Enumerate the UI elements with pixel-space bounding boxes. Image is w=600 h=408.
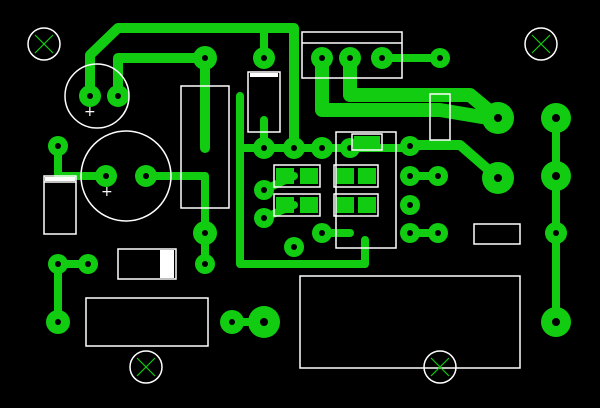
hole	[494, 114, 502, 122]
smd-pad	[358, 197, 376, 213]
hole	[407, 143, 413, 149]
drill-holes	[55, 55, 560, 326]
track-bottom-loop	[236, 92, 369, 268]
hole	[407, 202, 413, 208]
smd-pad	[336, 168, 354, 184]
connector-top-outline	[301, 31, 403, 79]
cross	[34, 34, 54, 54]
track-down-right	[315, 51, 507, 127]
hole	[85, 261, 91, 267]
track-cap-pad	[142, 172, 209, 237]
hole	[435, 173, 441, 179]
mounting-hole-tr	[524, 27, 558, 61]
smd-pad	[276, 168, 294, 184]
hole	[347, 55, 353, 61]
track-top-bus	[85, 23, 299, 153]
hole	[260, 318, 268, 326]
hole	[55, 143, 61, 149]
cap1-polarity-label: +	[84, 104, 96, 120]
hole	[291, 244, 297, 250]
hole	[437, 55, 443, 61]
cross	[531, 34, 551, 54]
hole	[261, 55, 267, 61]
hole	[552, 318, 560, 326]
relay-outline	[247, 71, 281, 133]
smd-e-outline	[351, 133, 383, 151]
hole	[552, 172, 560, 180]
hole	[435, 230, 441, 236]
hole	[261, 187, 267, 193]
hole	[202, 230, 208, 236]
hole	[55, 261, 61, 267]
small-part-right-outline	[473, 223, 521, 245]
track-diag-right	[405, 140, 503, 183]
hole	[553, 230, 559, 236]
hole	[115, 93, 121, 99]
hole	[319, 230, 325, 236]
hole	[261, 145, 267, 151]
smd-b-outline	[273, 193, 321, 217]
hole	[407, 173, 413, 179]
mounting-hole-bl	[129, 350, 163, 384]
copper-pads	[46, 46, 571, 338]
hole	[291, 145, 297, 151]
cap-left-band	[45, 177, 75, 181]
capacitor-c2-outline	[80, 130, 172, 222]
silkscreen	[27, 27, 558, 384]
hole	[202, 55, 208, 61]
track-second-bus	[113, 53, 210, 153]
hole	[261, 215, 267, 221]
resistor-bottom-outline	[85, 297, 209, 347]
capacitor-c1-outline	[64, 63, 130, 129]
smd-c-outline	[333, 164, 379, 188]
smd-pad	[300, 168, 318, 184]
relay-bar	[250, 73, 278, 77]
diode-mid-outline	[117, 248, 177, 280]
transformer-outline	[299, 275, 521, 369]
smd-pad	[336, 197, 354, 213]
hole	[319, 145, 325, 151]
mounting-crosses	[34, 34, 551, 377]
hole	[552, 114, 560, 122]
hole	[229, 319, 235, 325]
hole	[143, 173, 149, 179]
track-mid-right	[343, 51, 507, 127]
resistor-vertical-outline	[180, 85, 230, 209]
mounting-hole-tl	[27, 27, 61, 61]
hole	[55, 319, 61, 325]
diode-mid-band	[160, 250, 174, 278]
cross	[136, 357, 156, 377]
cross	[430, 357, 450, 377]
cap2-polarity-label: +	[101, 184, 113, 200]
smd-d-outline	[333, 193, 379, 217]
hole	[407, 230, 413, 236]
cap-left-outline	[43, 175, 77, 235]
hole	[319, 55, 325, 61]
hole	[103, 173, 109, 179]
smd-pad	[276, 197, 294, 213]
mounting-hole-br	[423, 350, 457, 384]
smd-pad	[354, 136, 380, 148]
diode-right-outline	[429, 93, 451, 141]
ic-outline	[335, 131, 397, 249]
hole	[494, 174, 502, 182]
hole	[202, 261, 208, 267]
hole	[379, 55, 385, 61]
hole	[87, 93, 93, 99]
smd-pad	[300, 197, 318, 213]
smd-pad	[358, 168, 376, 184]
smd-a-outline	[273, 164, 321, 188]
